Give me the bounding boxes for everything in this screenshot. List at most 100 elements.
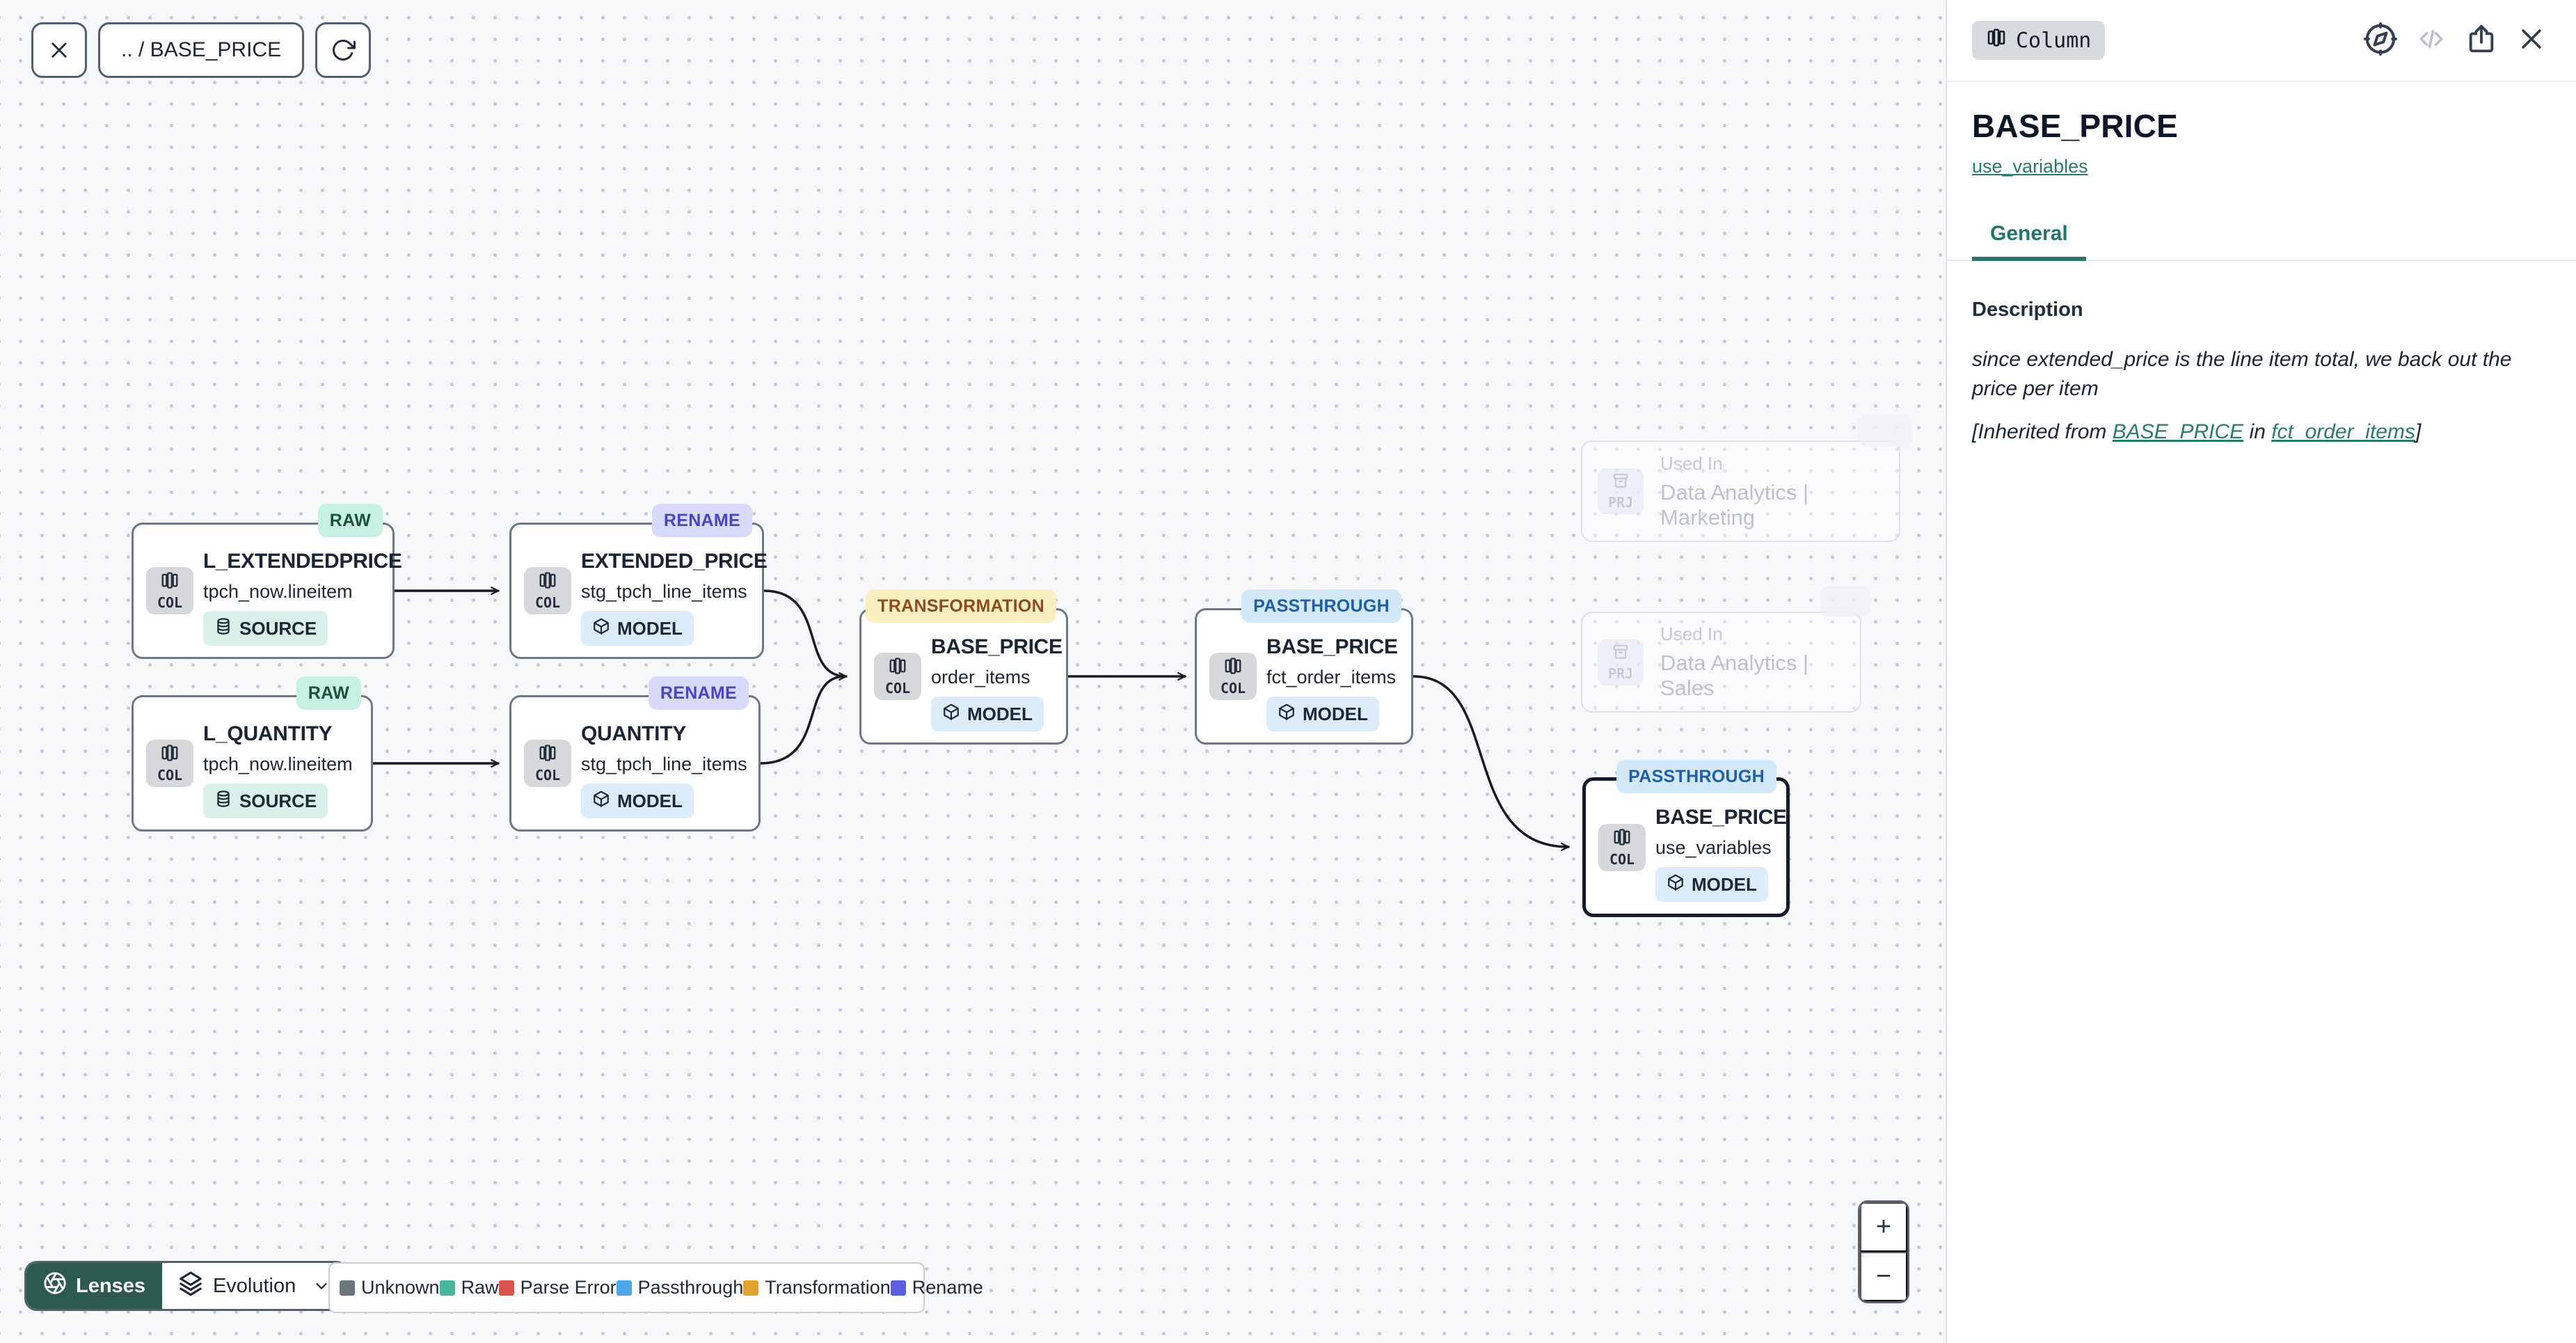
zoom-in-button[interactable]: + — [1860, 1202, 1907, 1252]
column-type-badge: COL — [146, 740, 193, 787]
description-body: since extended_price is the line item to… — [1972, 348, 2512, 400]
model-link[interactable]: use_variables — [1972, 156, 2088, 177]
lens-tag-rename: RENAME — [648, 676, 749, 710]
node-model-name: tpch_now.lineitem — [203, 754, 353, 774]
layers-icon — [177, 1270, 204, 1302]
cube-icon — [1667, 873, 1685, 896]
project-type-badge: PRJ — [1598, 639, 1644, 685]
close-icon — [2516, 24, 2547, 58]
share-button[interactable] — [2465, 23, 2497, 58]
legend-label: Parse Error — [520, 1277, 617, 1298]
compass-button[interactable] — [2364, 22, 2397, 59]
zoom-out-button[interactable]: − — [1860, 1252, 1907, 1301]
legend-swatch — [439, 1280, 455, 1296]
node-model-name: order_items — [931, 667, 1031, 688]
legend-swatch — [498, 1280, 514, 1296]
share-icon — [2465, 23, 2497, 58]
refresh-button[interactable] — [315, 22, 372, 78]
inherited-column-link[interactable]: BASE_PRICE — [2112, 420, 2244, 443]
database-icon — [214, 790, 232, 813]
legend-label: Transformation — [765, 1277, 891, 1298]
node-title: BASE_PRICE — [1266, 635, 1398, 658]
tab-general[interactable]: General — [1972, 222, 2086, 261]
used-in-project: Data Analytics | Marketing — [1660, 479, 1809, 530]
node-model-badge: MODEL — [1655, 867, 1768, 902]
chevron-down-icon — [312, 1276, 331, 1296]
code-icon — [2416, 24, 2447, 58]
panel-title: BASE_PRICE — [1972, 108, 2178, 144]
database-icon — [214, 617, 232, 640]
faded-tag-placeholder — [1820, 586, 1870, 617]
legend-item: Rename — [890, 1277, 983, 1298]
legend-label: Rename — [912, 1277, 983, 1298]
code-button — [2416, 24, 2447, 58]
columns-icon — [538, 571, 557, 594]
lenses-label: Lenses — [76, 1274, 145, 1297]
lens-tag-raw: RAW — [317, 504, 383, 537]
cube-icon — [1278, 703, 1296, 726]
inherited-model-link[interactable]: fct_order_items — [2271, 420, 2415, 443]
used-in-project: Data Analytics | Sales — [1660, 651, 1809, 700]
node-model-name: stg_tpch_line_items — [581, 754, 747, 774]
node-model-badge: MODEL — [1266, 697, 1379, 731]
node-model-name: fct_order_items — [1266, 667, 1397, 688]
node-title: L_EXTENDEDPRICE — [203, 550, 402, 573]
node-title: BASE_PRICE — [1655, 806, 1787, 829]
panel-actions — [2364, 22, 2547, 59]
legend-label: Unknown — [361, 1277, 440, 1298]
evolution-dropdown[interactable]: Evolution — [161, 1263, 347, 1309]
entity-type-label: Column — [2016, 28, 2092, 53]
archive-icon — [1612, 643, 1630, 665]
close-lineage-button[interactable] — [31, 22, 87, 78]
breadcrumb-label: .. / BASE_PRICE — [121, 38, 282, 61]
refresh-icon — [331, 38, 356, 63]
lens-tag-passthrough: PASSTHROUGH — [1616, 760, 1776, 793]
inherited-suffix: ] — [2415, 420, 2422, 443]
close-panel-button[interactable] — [2516, 24, 2547, 58]
details-panel: Column BASE_PRICE use_variables General … — [1946, 0, 2576, 1343]
columns-icon — [160, 571, 180, 594]
node-source-badge: SOURCE — [203, 784, 328, 818]
close-icon — [47, 38, 71, 62]
lens-tag-raw: RAW — [296, 676, 361, 710]
lens-tag-rename: RENAME — [651, 504, 752, 537]
node-model-badge: MODEL — [581, 611, 694, 646]
legend-label: Passthrough — [637, 1277, 744, 1298]
breadcrumb[interactable]: .. / BASE_PRICE — [98, 22, 305, 78]
node-title: EXTENDED_PRICE — [581, 550, 768, 573]
edge — [763, 589, 848, 681]
lenses-button[interactable]: Lenses — [26, 1263, 162, 1309]
legend-item: Unknown — [340, 1277, 440, 1298]
legend-label: Raw — [461, 1277, 499, 1298]
entity-type-badge: Column — [1972, 21, 2106, 60]
node-source-badge: SOURCE — [203, 611, 328, 646]
inherited-prefix: [Inherited from — [1972, 420, 2113, 443]
node-model-name: tpch_now.lineitem — [203, 581, 353, 602]
legend-item: Passthrough — [616, 1277, 744, 1298]
used-in-card-sales[interactable]: PRJ Used In Data Analytics | Sales — [1581, 612, 1861, 713]
legend-item: Parse Error — [498, 1277, 617, 1298]
lenses-control: Lenses Evolution — [24, 1261, 349, 1311]
used-in-label: Used In — [1660, 623, 1723, 644]
compass-icon — [2364, 22, 2397, 59]
legend-item: Raw — [439, 1277, 499, 1298]
panel-tabs: General — [1947, 222, 2576, 261]
used-in-label: Used In — [1660, 452, 1723, 474]
column-type-badge: COL — [1598, 823, 1646, 871]
column-type-badge: COL — [146, 567, 193, 614]
faded-tag-placeholder — [1858, 415, 1912, 447]
lineage-edges — [372, 586, 1570, 852]
columns-icon — [1223, 656, 1243, 679]
legend-item: Transformation — [743, 1277, 891, 1298]
inherited-mid: in — [2243, 420, 2272, 443]
